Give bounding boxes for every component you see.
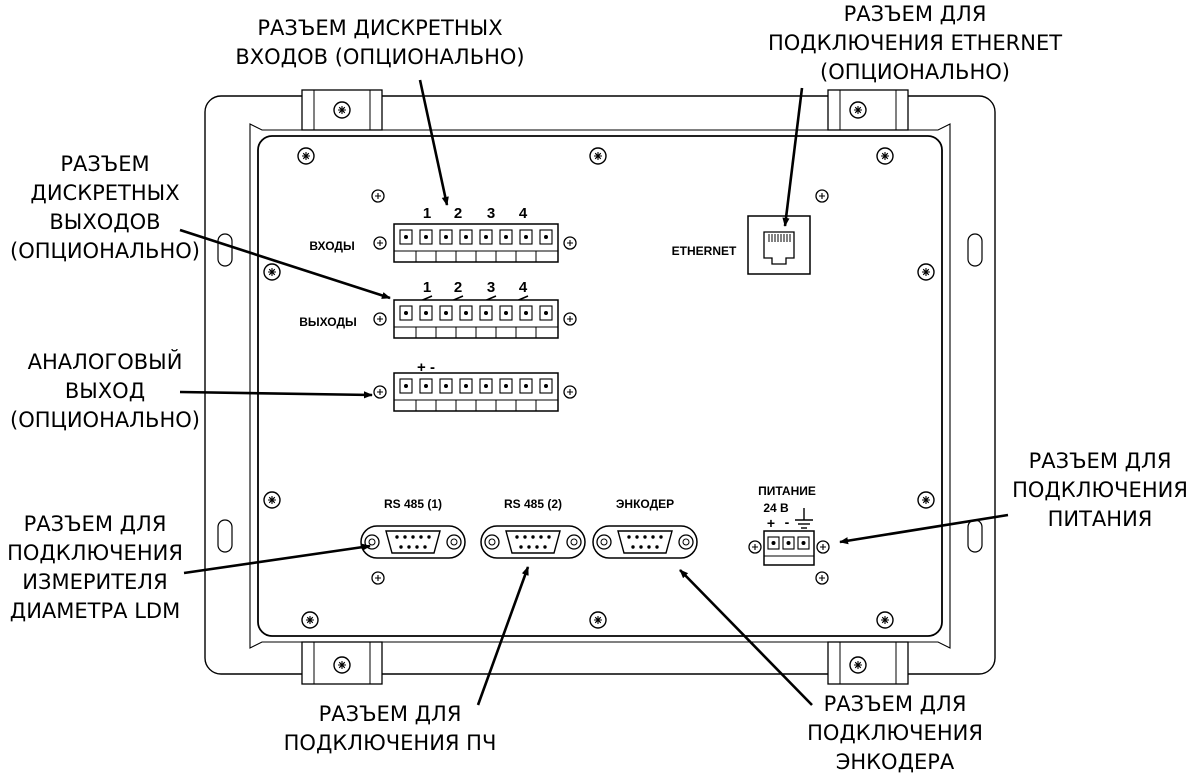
rs485-2-label: RS 485 (2) (504, 497, 562, 511)
leader-arrows (179, 79, 1009, 706)
out-channel-2-label: 2 (454, 279, 462, 296)
encoder-connector: ЭНКОДЕР (592, 497, 698, 559)
ethernet-label: ETHERNET (672, 244, 737, 258)
discrete-outputs-connector: 1 2 3 4 ВЫХОДЫ (299, 279, 577, 339)
channel-4-label: 4 (519, 205, 528, 222)
arrow-discrete-inputs (418, 79, 449, 206)
output-channel-numbers: 1 2 3 4 (423, 279, 528, 296)
callout-line: ВЫХОД (64, 379, 146, 403)
callout-encoder: РАЗЪЕМ ДЛЯ ПОДКЛЮЧЕНИЯ ЭНКОДЕРА (790, 690, 1000, 777)
channel-2-label: 2 (454, 205, 462, 222)
mounting-bracket (301, 89, 909, 685)
arrow-power (839, 513, 1009, 545)
outputs-row-label: ВЫХОДЫ (299, 315, 357, 329)
arrow-encoder (679, 569, 813, 706)
out-channel-4-label: 4 (519, 279, 528, 296)
power-minus-label: - (785, 514, 790, 530)
rs485-1-connector: RS 485 (1) (360, 497, 466, 559)
callout-line: ИЗМЕРИТЕЛЯ (22, 570, 168, 594)
callout-line: ПОДКЛЮЧЕНИЯ (7, 541, 183, 565)
callout-line: ДИСКРЕТНЫХ (30, 181, 180, 205)
power-connector: ПИТАНИЕ 24 В + - (748, 484, 830, 566)
callout-ldm-meter: РАЗЪЕМ ДЛЯ ПОДКЛЮЧЕНИЯ ИЗМЕРИТЕЛЯ ДИАМЕТ… (0, 510, 190, 626)
callout-line: РАЗЪЕМ ДИСКРЕТНЫХ (257, 16, 503, 40)
callout-line: (ОПЦИОНАЛЬНО) (10, 408, 200, 432)
out-channel-3-label: 3 (487, 279, 495, 296)
callout-line: РАЗЪЕМ ДЛЯ (823, 692, 967, 716)
arrow-discrete-outputs (179, 228, 391, 300)
callout-line: РАЗЪЕМ ДЛЯ (23, 512, 167, 536)
back-panel (257, 135, 943, 637)
arrow-vfd (476, 566, 530, 706)
channel-numbers: 1 2 3 4 (423, 205, 528, 222)
ground-icon (795, 508, 813, 529)
channel-3-label: 3 (487, 205, 495, 222)
analog-polarity-label: + - (417, 359, 435, 376)
callout-line: ПИТАНИЯ (1047, 507, 1153, 531)
callout-line: ПОДКЛЮЧЕНИЯ ETHERNET (767, 31, 1063, 55)
callout-line: (ОПЦИОНАЛЬНО) (820, 60, 1010, 84)
callout-line: ВХОДОВ (ОПЦИОНАЛЬНО) (235, 45, 525, 69)
callout-line: РАЗЪЕМ ДЛЯ (843, 2, 987, 26)
callout-line: ПОДКЛЮЧЕНИЯ ПЧ (283, 731, 497, 755)
ethernet-port: ETHERNET (672, 215, 811, 275)
callout-line: РАЗЪЕМ (60, 152, 150, 176)
callout-power: РАЗЪЕМ ДЛЯ ПОДКЛЮЧЕНИЯ ПИТАНИЯ (1005, 447, 1195, 534)
inputs-row-label: ВХОДЫ (309, 239, 354, 253)
callout-line: РАЗЪЕМ ДЛЯ (318, 702, 462, 726)
arrow-analog-output (179, 390, 373, 399)
callout-line: ЭНКОДЕРА (835, 750, 955, 774)
callout-ethernet: РАЗЪЕМ ДЛЯ ПОДКЛЮЧЕНИЯ ETHERNET (ОПЦИОНА… (735, 0, 1095, 87)
arrow-ethernet (782, 87, 804, 227)
callout-line: ВЫХОДОВ (49, 210, 161, 234)
discrete-inputs-connector: 1 2 3 4 ВХОДЫ (309, 205, 577, 263)
analog-output-connector: + - (373, 359, 577, 412)
power-voltage-label: 24 В (763, 501, 789, 515)
callout-analog-output: АНАЛОГОВЫЙ ВЫХОД (ОПЦИОНАЛЬНО) (5, 348, 205, 435)
power-plus-label: + (767, 515, 775, 531)
arrow-ldm (183, 543, 371, 575)
callout-line: ПОДКЛЮЧЕНИЯ (807, 721, 983, 745)
encoder-port-label: ЭНКОДЕР (616, 497, 674, 511)
out-channel-1-label: 1 (423, 279, 431, 296)
power-title-label: ПИТАНИЕ (758, 484, 816, 498)
callout-line: (ОПЦИОНАЛЬНО) (10, 239, 200, 263)
rs485-1-label: RS 485 (1) (384, 497, 442, 511)
callout-discrete-outputs: РАЗЪЕМ ДИСКРЕТНЫХ ВЫХОДОВ (ОПЦИОНАЛЬНО) (5, 150, 205, 266)
callout-line: ПОДКЛЮЧЕНИЯ (1012, 478, 1188, 502)
callout-line: АНАЛОГОВЫЙ (27, 350, 183, 374)
channel-1-label: 1 (423, 205, 431, 222)
rs485-2-connector: RS 485 (2) (480, 497, 586, 559)
callout-line: ДИАМЕТРА LDM (9, 599, 181, 623)
callout-vfd: РАЗЪЕМ ДЛЯ ПОДКЛЮЧЕНИЯ ПЧ (275, 700, 505, 758)
callout-line: РАЗЪЕМ ДЛЯ (1028, 449, 1172, 473)
callout-discrete-inputs: РАЗЪЕМ ДИСКРЕТНЫХ ВХОДОВ (ОПЦИОНАЛЬНО) (215, 14, 545, 72)
